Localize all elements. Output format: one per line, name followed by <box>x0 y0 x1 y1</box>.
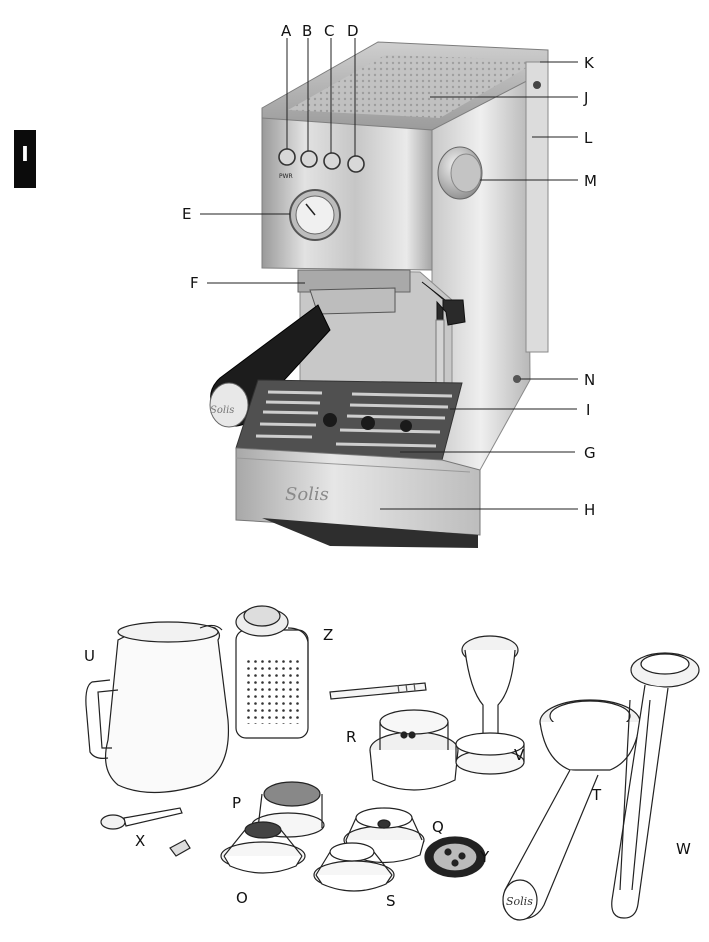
drip-tray-edge <box>235 457 471 473</box>
brand-logo: Solis <box>285 484 329 505</box>
handle-brand-logo: Solis <box>210 405 234 416</box>
pressure-disc <box>424 836 486 878</box>
callout-r: R <box>346 728 356 746</box>
drip-tray <box>235 447 481 536</box>
callout-s: S <box>386 892 396 910</box>
water-tank <box>525 61 549 353</box>
callout-q: Q <box>432 818 444 836</box>
drip-hole <box>361 416 375 430</box>
machine-leader-lines <box>200 38 578 510</box>
steam-button <box>347 155 365 173</box>
callout-z: Z <box>323 626 333 644</box>
callout-j: J <box>583 89 588 107</box>
callout-x: X <box>135 832 145 850</box>
filter-basket-s <box>313 842 395 892</box>
power-button-label: PWR <box>279 173 293 180</box>
machine-foot <box>262 518 478 548</box>
water-hardness-strip <box>329 682 427 700</box>
filter-basket-o <box>220 821 306 874</box>
callout-w: W <box>676 840 691 858</box>
portafilter-handle-cap <box>209 382 249 428</box>
coffee-scoop <box>611 652 700 919</box>
cup-warmer-grid <box>288 55 540 118</box>
callout-b: B <box>302 22 312 40</box>
section-tab: I <box>14 130 36 188</box>
cleaning-tool <box>100 807 191 857</box>
callout-m: M <box>584 172 597 190</box>
tamper <box>455 635 525 775</box>
callout-o: O <box>236 889 248 907</box>
gauge-needle <box>305 203 316 216</box>
steam-knob-face <box>450 153 482 193</box>
accessory-callout-labels: O P Q R S T U V W X Y Z <box>84 626 691 910</box>
callout-d: D <box>347 22 359 40</box>
portafilter: Solis <box>502 699 641 921</box>
espresso-machine: PWR <box>209 41 549 548</box>
strip-fields <box>397 682 416 694</box>
drip-hole <box>323 413 337 427</box>
callout-t: T <box>591 786 602 804</box>
double-cup-button <box>323 152 341 170</box>
power-button <box>278 148 296 166</box>
callout-l: L <box>584 129 593 147</box>
callout-c: C <box>324 22 334 40</box>
single-cup-button <box>300 150 318 168</box>
tank-indicator <box>533 81 541 89</box>
callout-p: P <box>232 794 241 812</box>
milk-jug <box>85 621 230 794</box>
callout-v: V <box>514 746 525 764</box>
callout-f: F <box>190 274 199 292</box>
water-filter <box>235 605 309 739</box>
callout-u: U <box>84 647 95 665</box>
section-tab-label: I <box>21 142 29 166</box>
drip-hole <box>400 420 412 432</box>
callout-e: E <box>182 205 191 223</box>
accessories: Solis <box>85 605 700 921</box>
side-indicator <box>513 375 521 383</box>
callout-h: H <box>584 501 595 519</box>
filter-basket-r <box>369 709 459 791</box>
portafilter-basket-holder <box>309 287 396 315</box>
callout-i: I <box>586 401 590 419</box>
portafilter-brand: Solis <box>506 895 533 908</box>
callout-n: N <box>584 371 595 389</box>
callout-k: K <box>584 54 595 72</box>
callout-y: Y <box>479 848 490 866</box>
callout-g: G <box>584 444 596 462</box>
drip-tray-slots <box>255 390 453 448</box>
callout-a: A <box>281 22 292 40</box>
